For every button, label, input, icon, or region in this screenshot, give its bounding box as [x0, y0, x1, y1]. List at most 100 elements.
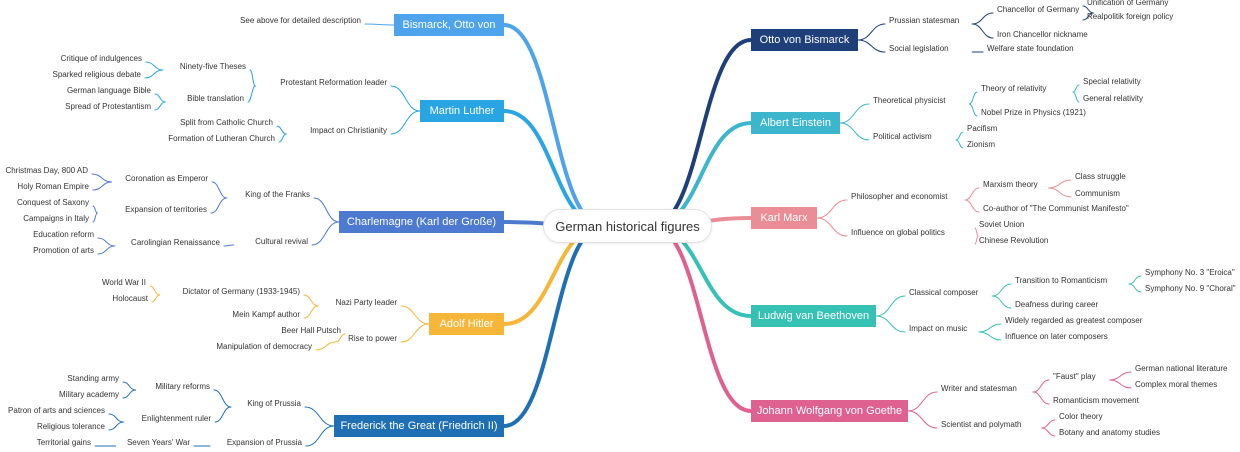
subtopic[interactable]: Cultural revival: [255, 237, 308, 246]
leaf-connector: [122, 389, 137, 399]
leaf-topic[interactable]: Special relativity: [1083, 77, 1141, 86]
leaf-topic[interactable]: German language Bible: [66, 86, 151, 95]
leaf-topic[interactable]: Patron of arts and sciences: [8, 406, 105, 415]
leaf-topic[interactable]: Spread of Protestantism: [65, 102, 151, 111]
detail-connector: [978, 323, 1002, 333]
leaf-topic[interactable]: Education reform: [33, 230, 94, 239]
subtopic-connector: [816, 217, 848, 237]
subtopic[interactable]: Protestant Reformation leader: [280, 78, 387, 87]
subtopic-connector: [875, 315, 906, 333]
detail-topic[interactable]: Formation of Lutheran Church: [168, 134, 275, 143]
detail-topic[interactable]: Color theory: [1059, 412, 1103, 421]
leaf-topic[interactable]: Christmas Day, 800 AD: [5, 166, 88, 175]
detail-topic[interactable]: Expansion of territories: [125, 205, 207, 214]
leaf-topic[interactable]: Critique of indulgences: [60, 54, 142, 63]
subtopic[interactable]: See above for detailed description: [240, 16, 361, 25]
leaf-topic[interactable]: Religious tolerance: [36, 422, 105, 431]
subtopic[interactable]: Prussian statesman: [889, 16, 960, 25]
subtopic[interactable]: King of the Franks: [245, 190, 310, 199]
subtopic-connector: [304, 406, 335, 427]
detail-topic[interactable]: Deafness during career: [1015, 300, 1099, 309]
leaf-topic[interactable]: Territorial gains: [36, 438, 91, 447]
subtopic[interactable]: Classical composer: [909, 288, 979, 297]
detail-topic[interactable]: Dictator of Germany (1933-1945): [182, 287, 300, 296]
detail-topic[interactable]: Marxism theory: [983, 180, 1038, 189]
detail-connector: [991, 283, 1012, 297]
detail-connector: [968, 103, 978, 117]
branch-topic[interactable]: Martin Luther: [420, 100, 504, 122]
detail-topic[interactable]: Chinese Revolution: [979, 236, 1049, 245]
detail-topic[interactable]: Co-author of "The Communist Manifesto": [983, 204, 1129, 213]
detail-connector: [991, 295, 1012, 309]
detail-topic[interactable]: Mein Kampf author: [232, 310, 300, 319]
detail-topic[interactable]: Coronation as Emperor: [125, 174, 208, 183]
leaf-topic[interactable]: Promotion of arts: [33, 246, 94, 255]
leaf-topic[interactable]: Unification of Germany: [1087, 0, 1169, 7]
detail-topic[interactable]: "Faust" play: [1053, 372, 1096, 381]
branch-topic[interactable]: Otto von Bismarck: [751, 29, 858, 51]
branch-topic[interactable]: Karl Marx: [751, 207, 817, 229]
detail-topic[interactable]: Nobel Prize in Physics (1921): [981, 108, 1086, 117]
branch-topic[interactable]: Charlemagne (Karl der Große): [339, 211, 504, 233]
detail-topic[interactable]: Widely regarded as greatest composer: [1005, 316, 1143, 325]
leaf-topic[interactable]: Symphony No. 9 "Choral": [1145, 284, 1236, 293]
subtopic[interactable]: King of Prussia: [247, 399, 301, 408]
leaf-connector: [92, 181, 113, 191]
detail-topic[interactable]: Chancellor of Germany: [997, 5, 1080, 14]
subtopic[interactable]: Philosopher and economist: [851, 192, 948, 201]
subtopic[interactable]: Political activism: [873, 132, 932, 141]
detail-topic[interactable]: Carolingian Renaissance: [131, 238, 220, 247]
subtopic[interactable]: Rise to power: [348, 334, 397, 343]
leaf-topic[interactable]: Standing army: [67, 374, 119, 383]
detail-topic[interactable]: Seven Years' War: [126, 438, 190, 447]
detail-topic[interactable]: Military reforms: [155, 382, 210, 391]
detail-topic[interactable]: Soviet Union: [979, 220, 1025, 229]
branch-topic[interactable]: Adolf Hitler: [429, 313, 504, 335]
subtopic[interactable]: Expansion of Prussia: [226, 438, 302, 447]
leaf-topic[interactable]: Communism: [1075, 189, 1120, 198]
detail-topic[interactable]: Influence on later composers: [1005, 332, 1108, 341]
subtopic[interactable]: Impact on Christianity: [310, 126, 387, 135]
branch-topic[interactable]: Johann Wolfgang von Goethe: [751, 400, 908, 422]
branch-topic[interactable]: Frederick the Great (Friedrich II): [334, 415, 504, 437]
leaf-topic[interactable]: Complex moral themes: [1135, 380, 1218, 389]
detail-topic[interactable]: Bible translation: [187, 94, 244, 103]
leaf-topic[interactable]: Realpolitik foreign policy: [1087, 12, 1174, 21]
leaf-topic[interactable]: German national literature: [1135, 364, 1228, 373]
leaf-topic[interactable]: General relativity: [1083, 94, 1144, 103]
subtopic[interactable]: Writer and statesman: [941, 384, 1017, 393]
leaf-topic[interactable]: Class struggle: [1075, 172, 1126, 181]
detail-topic[interactable]: Beer Hall Putsch: [281, 326, 341, 335]
leaf-topic[interactable]: World War II: [101, 278, 146, 287]
branch-topic[interactable]: Bismarck, Otto von: [394, 14, 504, 36]
detail-topic[interactable]: Transition to Romanticism: [1015, 276, 1108, 285]
subtopic[interactable]: Theoretical physicist: [873, 96, 946, 105]
detail-topic[interactable]: Botany and anatomy studies: [1059, 428, 1160, 437]
detail-topic[interactable]: Iron Chancellor nickname: [997, 30, 1088, 39]
leaf-topic[interactable]: Military academy: [58, 390, 119, 399]
branch-topic[interactable]: Ludwig van Beethoven: [751, 305, 876, 327]
leaf-topic[interactable]: Symphony No. 3 "Eroica": [1145, 268, 1235, 277]
leaf-topic[interactable]: Holocaust: [112, 294, 148, 303]
central-topic[interactable]: German historical figures: [543, 209, 712, 243]
subtopic[interactable]: Influence on global politics: [851, 228, 945, 237]
subtopic[interactable]: Nazi Party leader: [335, 298, 397, 307]
leaf-topic[interactable]: Campaigns in Italy: [23, 214, 89, 223]
detail-topic[interactable]: Ninety-five Theses: [179, 62, 246, 71]
leaf-topic[interactable]: Holy Roman Empire: [17, 182, 89, 191]
detail-topic[interactable]: Welfare state foundation: [987, 44, 1074, 53]
detail-topic[interactable]: Manipulation of democracy: [216, 342, 312, 351]
subtopic[interactable]: Scientist and polymath: [941, 420, 1022, 429]
detail-topic[interactable]: Zionism: [967, 140, 996, 149]
branch-topic[interactable]: Albert Einstein: [751, 112, 840, 134]
leaf-topic[interactable]: Conquest of Saxony: [16, 198, 89, 207]
detail-topic[interactable]: Romanticism movement: [1053, 396, 1139, 405]
detail-topic[interactable]: Pacifism: [967, 124, 998, 133]
subtopic[interactable]: Impact on music: [909, 324, 968, 333]
detail-topic[interactable]: Theory of relativity: [981, 84, 1047, 93]
detail-topic[interactable]: Split from Catholic Church: [180, 118, 273, 127]
leaf-topic[interactable]: Sparked religious debate: [52, 70, 141, 79]
detail-topic[interactable]: Enlightenment ruler: [141, 414, 211, 423]
subtopic[interactable]: Social legislation: [889, 44, 949, 53]
leaf-connector: [154, 93, 166, 103]
